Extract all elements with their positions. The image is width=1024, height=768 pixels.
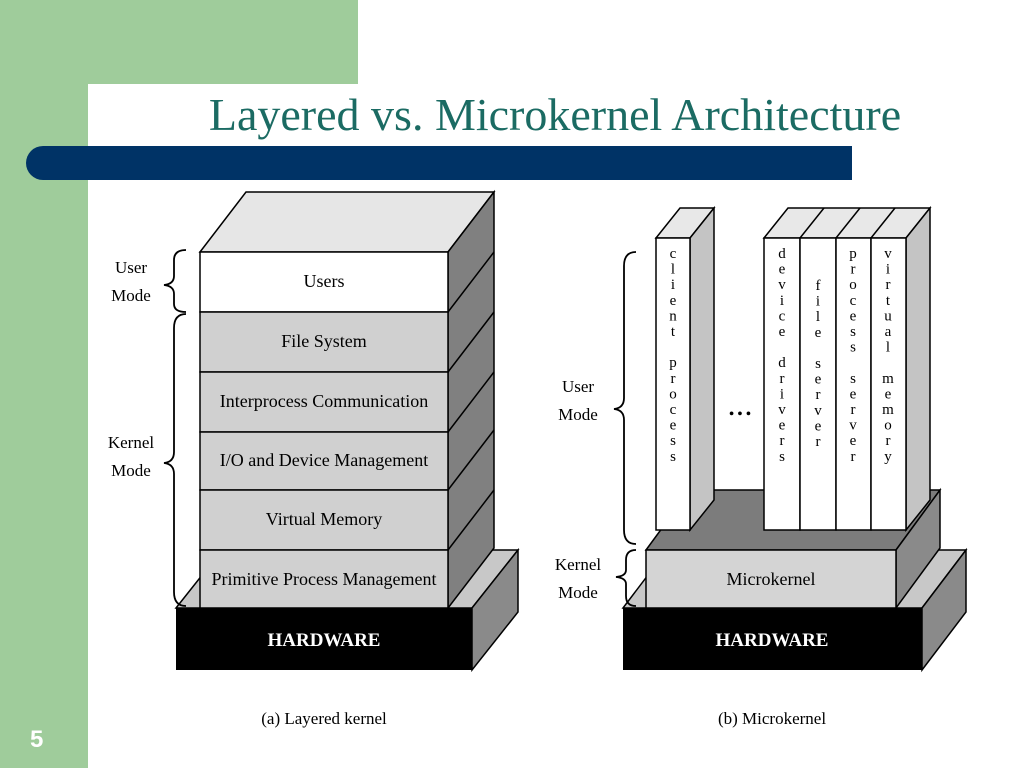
layer-label: Interprocess Communication	[220, 391, 428, 411]
device-drivers-column	[763, 237, 801, 531]
kernel-mode-label: Kernel	[108, 433, 155, 452]
layered-side-edge	[447, 489, 495, 551]
layered-stack-top	[198, 191, 496, 253]
layered-caption: (a) Layered kernel	[261, 709, 387, 728]
layered-side-edge	[447, 371, 495, 433]
layered-stack-side	[447, 189, 495, 611]
server-top-divider	[799, 207, 825, 239]
slide-number: 5	[30, 726, 44, 753]
layer-interprocess-communication	[199, 371, 449, 433]
microkernel-label: Microkernel	[727, 569, 816, 589]
server-top-divider	[835, 207, 861, 239]
green-top-corner	[0, 0, 358, 84]
layer-label: Virtual Memory	[266, 509, 382, 529]
layer-virtual-memory	[199, 489, 449, 551]
layered-hardware-label: HARDWARE	[268, 630, 381, 651]
ellipsis: • • •	[729, 407, 751, 422]
layer-label: Primitive Process Management	[212, 569, 437, 589]
user-mode-label: User	[115, 258, 147, 277]
micro-hardware-label: HARDWARE	[716, 630, 829, 651]
micro-hardware-front	[623, 608, 922, 670]
slide-title: Layered vs. Microkernel Architecture	[208, 89, 902, 140]
layer-io-device-management	[199, 431, 449, 491]
green-side-strip	[0, 0, 88, 768]
layer-primitive-process-management	[199, 549, 449, 609]
layered-side-edge	[447, 429, 495, 491]
title-underline-bar	[26, 146, 852, 180]
layer-label: Users	[304, 271, 345, 291]
layered-hardware-front	[176, 608, 472, 670]
virtual-memory-column	[870, 237, 907, 531]
micro-caption: (b) Microkernel	[718, 709, 826, 728]
layered-side-edge	[447, 311, 495, 373]
layered-kernel-diagram: HARDWARE Users File System Interprocess …	[108, 189, 520, 728]
layer-label: File System	[281, 331, 367, 351]
kernel-mode-brace	[163, 313, 187, 607]
layer-label: I/O and Device Management	[220, 450, 428, 470]
server-columns-top	[762, 207, 932, 239]
micro-kernel-mode-brace	[615, 549, 637, 607]
user-mode-label: Mode	[111, 286, 151, 305]
server-columns-side	[905, 205, 931, 533]
process-server-column	[835, 237, 872, 531]
server-top-divider	[870, 207, 896, 239]
client-column-side	[689, 205, 715, 533]
micro-user-mode-brace	[613, 251, 637, 545]
microkernel-front	[645, 549, 897, 609]
layered-side-edge	[447, 251, 495, 313]
micro-user-mode-label: Mode	[558, 405, 598, 424]
user-mode-brace	[163, 249, 187, 313]
micro-kernel-mode-label: Kernel	[555, 555, 602, 574]
micro-user-mode-label: User	[562, 377, 594, 396]
client-process-column	[655, 237, 691, 531]
kernel-mode-label: Mode	[111, 461, 151, 480]
micro-kernel-mode-label: Mode	[558, 583, 598, 602]
